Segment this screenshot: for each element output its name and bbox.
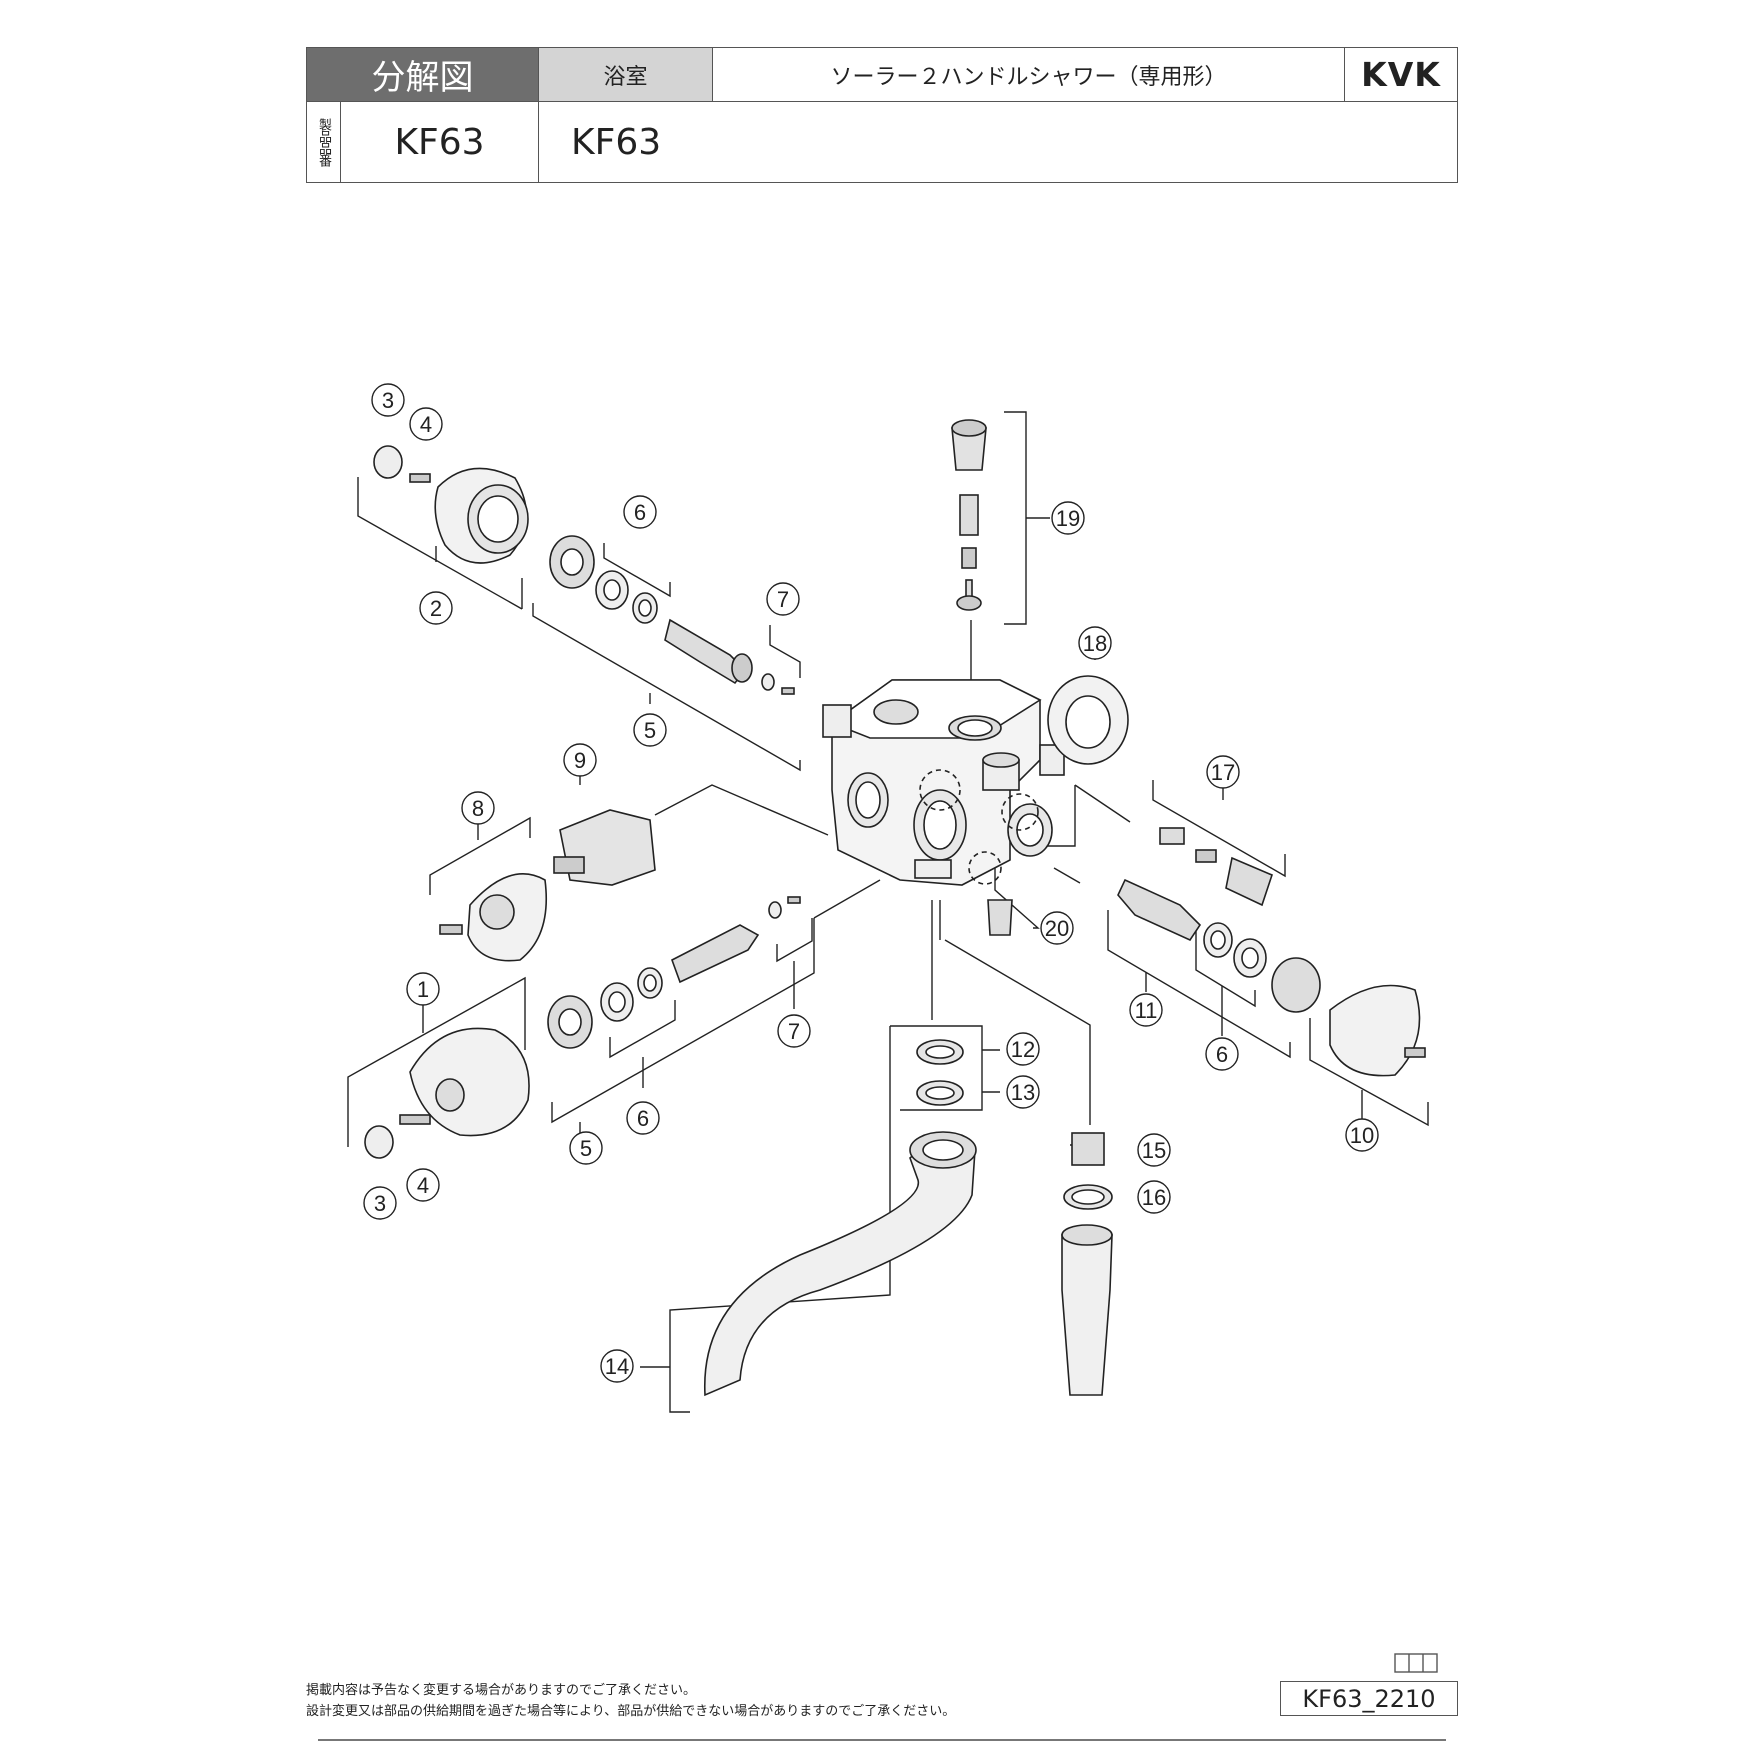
callout-number: 14 [605,1354,629,1379]
callout-circle [626,1101,660,1135]
callout-number: 7 [788,1019,800,1044]
callout-number: 19 [1056,506,1080,531]
callout-number: 5 [580,1136,592,1161]
callout-number: 12 [1011,1037,1035,1062]
callout-circle [1006,1075,1040,1109]
callout-number: 3 [382,388,394,413]
callout-number: 20 [1045,916,1069,941]
product-code-label: 製品品番 [307,102,341,182]
callout-number: 17 [1211,760,1235,785]
callout-circle [1006,1032,1040,1066]
brand-logo: KVK [1345,48,1457,102]
callout-number: 9 [574,748,586,773]
callout-circle [569,1131,603,1165]
callout-number: 6 [637,1106,649,1131]
callout-circle [1345,1118,1379,1152]
callout-circle [406,972,440,1006]
callout-circle [1129,993,1163,1027]
callout-circle [1051,501,1085,535]
callout-number: 18 [1083,631,1107,656]
callout-circle [623,495,657,529]
callout-circle [766,582,800,616]
callout-number: 10 [1350,1123,1374,1148]
callout-circle [409,407,443,441]
callout-circle [1205,1037,1239,1071]
callout-circle [777,1014,811,1048]
check-box-icon [1394,1653,1438,1673]
callout-number: 4 [420,412,432,437]
callout-number: 8 [472,796,484,821]
callout-number: 6 [1216,1042,1228,1067]
callout-number: 6 [634,500,646,525]
divider [318,1739,1446,1741]
product-code-secondary: KF63 [571,121,662,163]
callout-number: 11 [1135,998,1158,1023]
header-table: 分解図 浴室 ソーラー２ハンドルシャワー（専用形） KVK 製品品番 KF63 … [306,47,1458,183]
callout-circle [363,1186,397,1220]
callout-circle [1078,626,1112,660]
callout-circle [600,1349,634,1383]
callout-number: 2 [430,596,442,621]
parts [364,419,1426,1397]
notice-text-2: 設計変更又は部品の供給期間を過ぎた場合等により、部品が供給できない場合があります… [306,1704,956,1719]
product-name: ソーラー２ハンドルシャワー（専用形） [713,48,1345,102]
callout-number: 4 [417,1173,429,1198]
product-code: KF63 [341,102,539,182]
callout-number: 13 [1011,1080,1035,1105]
callout-circle [1137,1180,1171,1214]
callout-circle [1137,1133,1171,1167]
callout-circle [371,383,405,417]
callout-circle [1206,755,1240,789]
callout-circle [1040,911,1074,945]
page-title: 分解図 [307,48,539,102]
callout-number: 3 [374,1191,386,1216]
callout-circle [461,791,495,825]
callout-circle [406,1168,440,1202]
callout-circle [633,713,667,747]
category-label: 浴室 [539,48,713,102]
callout-number: 5 [644,718,656,743]
callout-circle [419,591,453,625]
callout-number: 7 [777,587,789,612]
callout-circle [563,743,597,777]
valve-body [822,679,1065,886]
callout-number: 16 [1142,1185,1166,1210]
callout-number: 1 [417,977,429,1002]
document-id: KF63_2210 [1280,1681,1458,1716]
notice-text-1: 掲載内容は予告なく変更する場合がありますのでご了承ください。 [306,1683,697,1698]
callout-number: 15 [1142,1138,1166,1163]
